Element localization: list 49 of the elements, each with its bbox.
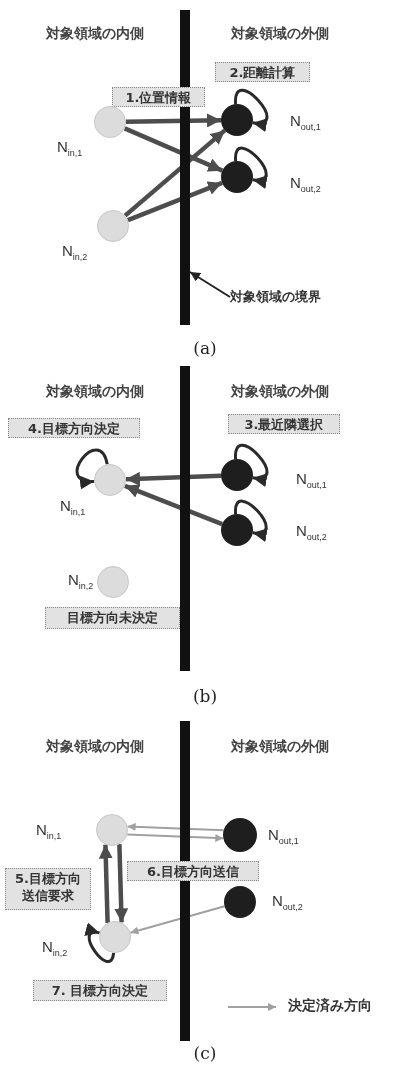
- node-label: N$_{in,2}$: [62, 242, 88, 262]
- node-label: N$_{out,1}$: [268, 826, 299, 846]
- region-heading: 対象領域の内側: [46, 738, 144, 756]
- loop-arrow: [234, 146, 268, 188]
- step-label-box: 2.距離計算: [215, 62, 310, 82]
- arrow: [114, 844, 129, 923]
- node-label: N$_{in,1}$: [36, 821, 62, 841]
- region-heading: 対象領域の外側: [231, 738, 329, 756]
- step-label-box: 3.最近隣選択: [228, 414, 340, 434]
- step-label-box: 6.目標方向送信: [127, 861, 259, 881]
- arrow: [125, 471, 222, 486]
- loop-arrow: [234, 88, 269, 131]
- node-label: N$_{in,2}$: [68, 571, 94, 591]
- node-label: N$_{out,1}$: [296, 470, 327, 490]
- arrow: [127, 180, 223, 223]
- node-label: N$_{in,2}$: [42, 938, 68, 958]
- node-label: N$_{out,1}$: [290, 112, 321, 132]
- node-label: N$_{out,2}$: [290, 174, 321, 194]
- step-label-box: 1.位置情報: [112, 87, 205, 107]
- arrow: [124, 483, 223, 527]
- region-heading: 対象領域の内側: [46, 383, 144, 401]
- arrow: [126, 822, 225, 832]
- region-heading: 対象領域の外側: [231, 383, 329, 401]
- loop-arrow: [75, 448, 109, 488]
- region-heading: 対象領域の内側: [46, 25, 144, 43]
- node-label: N$_{in,1}$: [57, 138, 83, 158]
- loop-arrow: [234, 499, 268, 541]
- loop-arrow: [234, 443, 269, 486]
- leader-arrow: [189, 271, 231, 298]
- panel-caption: (a): [193, 338, 217, 358]
- loop-arrow: [84, 924, 116, 963]
- step-label-box: 目標方向未決定: [45, 607, 180, 629]
- arrow: [123, 128, 227, 218]
- step-label-box: 4.目標方向決定: [8, 418, 140, 438]
- node-label: N$_{in,1}$: [60, 497, 86, 517]
- panel-caption: (c): [193, 1043, 217, 1063]
- boundary-label: 対象領域の境界: [230, 288, 350, 308]
- step-label-box: 7. 目標方向決定: [33, 980, 167, 1001]
- arrow: [123, 126, 224, 173]
- arrow: [98, 844, 113, 923]
- legend-text: 決定済み方向: [288, 997, 372, 1015]
- panel-caption: (b): [192, 686, 218, 706]
- node-label: N$_{out,2}$: [296, 522, 327, 542]
- step-label-box: 5.目標方向送信要求: [5, 868, 91, 910]
- region-heading: 対象領域の外側: [231, 25, 329, 43]
- arrow: [126, 833, 225, 843]
- node-label: N$_{out,2}$: [272, 892, 303, 912]
- arrow: [129, 905, 226, 935]
- arrow: [125, 113, 222, 128]
